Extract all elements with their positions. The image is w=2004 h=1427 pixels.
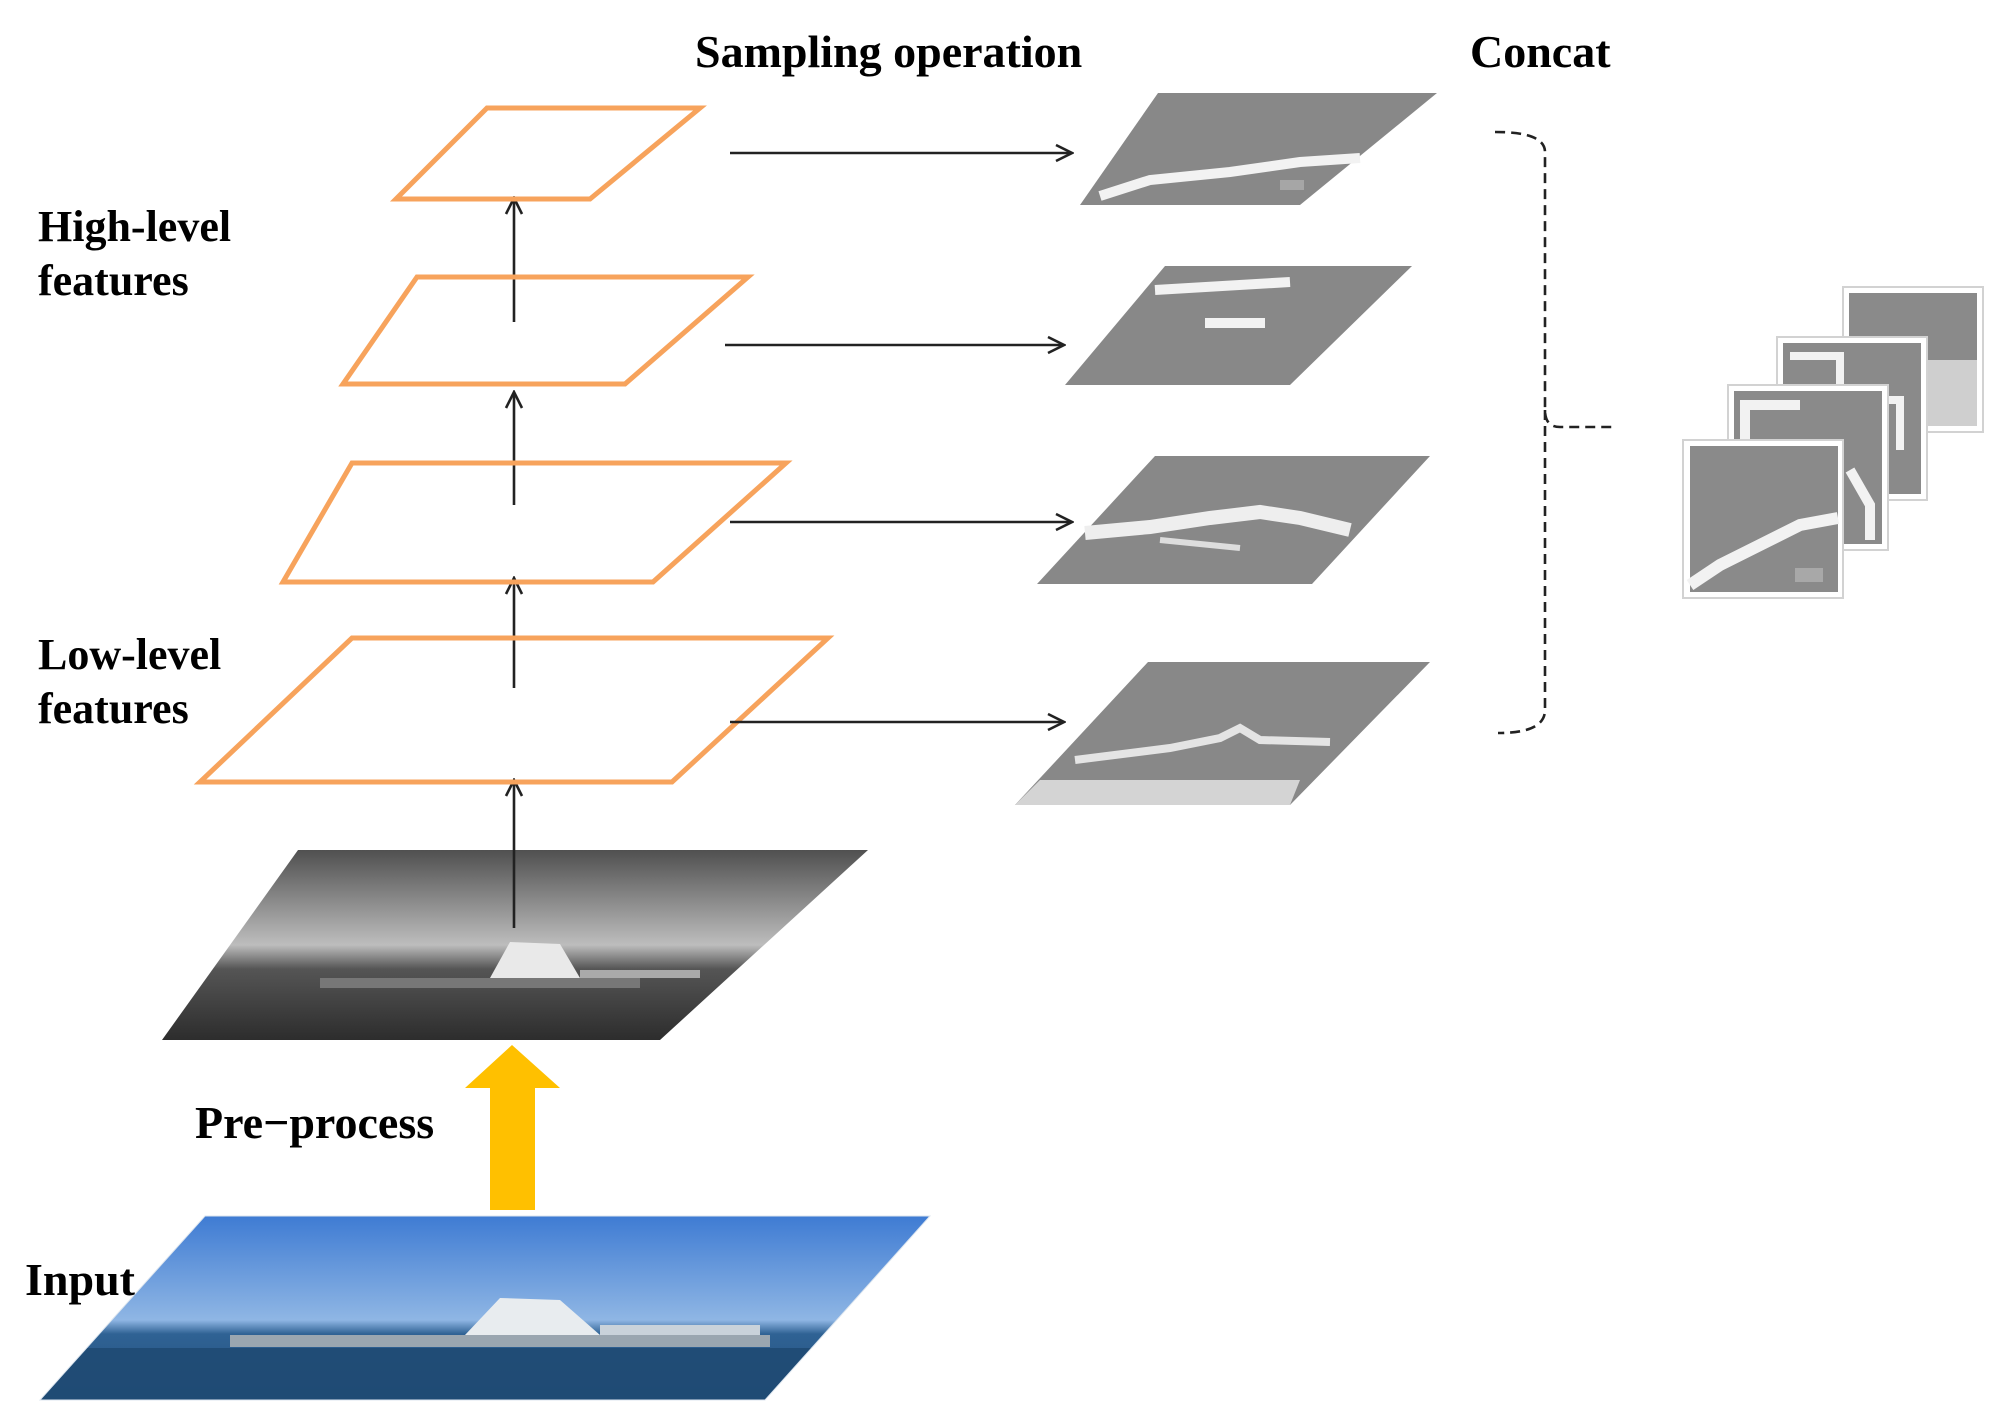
concat-bracket (1494, 130, 1612, 735)
feature-plane-mid1 (278, 460, 793, 585)
concat-label: Concat (1470, 26, 1611, 77)
input-label: Input (25, 1254, 135, 1305)
sampled-map-2 (1065, 266, 1412, 385)
concat-stack (1682, 286, 1984, 599)
low-level-features-label: Low-level features (38, 628, 221, 735)
sampled-map-3 (1037, 456, 1430, 584)
preprocess-label: Pre−process (195, 1097, 435, 1148)
feature-plane-high (389, 105, 707, 202)
low-level-line2: features (38, 683, 189, 733)
low-level-line1: Low-level (38, 630, 222, 679)
input-image (40, 1216, 930, 1400)
feature-plane-mid2 (338, 274, 755, 387)
high-level-line1: High-level (38, 202, 232, 251)
feature-plane-low (193, 635, 835, 785)
sampled-map-4 (1015, 662, 1430, 805)
sampled-map-1 (1080, 93, 1437, 205)
sampling-operation-label: Sampling operation (695, 26, 1083, 77)
high-level-features-label: High-level features (38, 200, 231, 307)
preprocess-arrow (465, 1045, 560, 1210)
ship-superstructure (465, 1298, 600, 1335)
stack-card-1 (1682, 439, 1844, 599)
high-level-line2: features (38, 255, 189, 305)
ship-hull (230, 1335, 770, 1347)
